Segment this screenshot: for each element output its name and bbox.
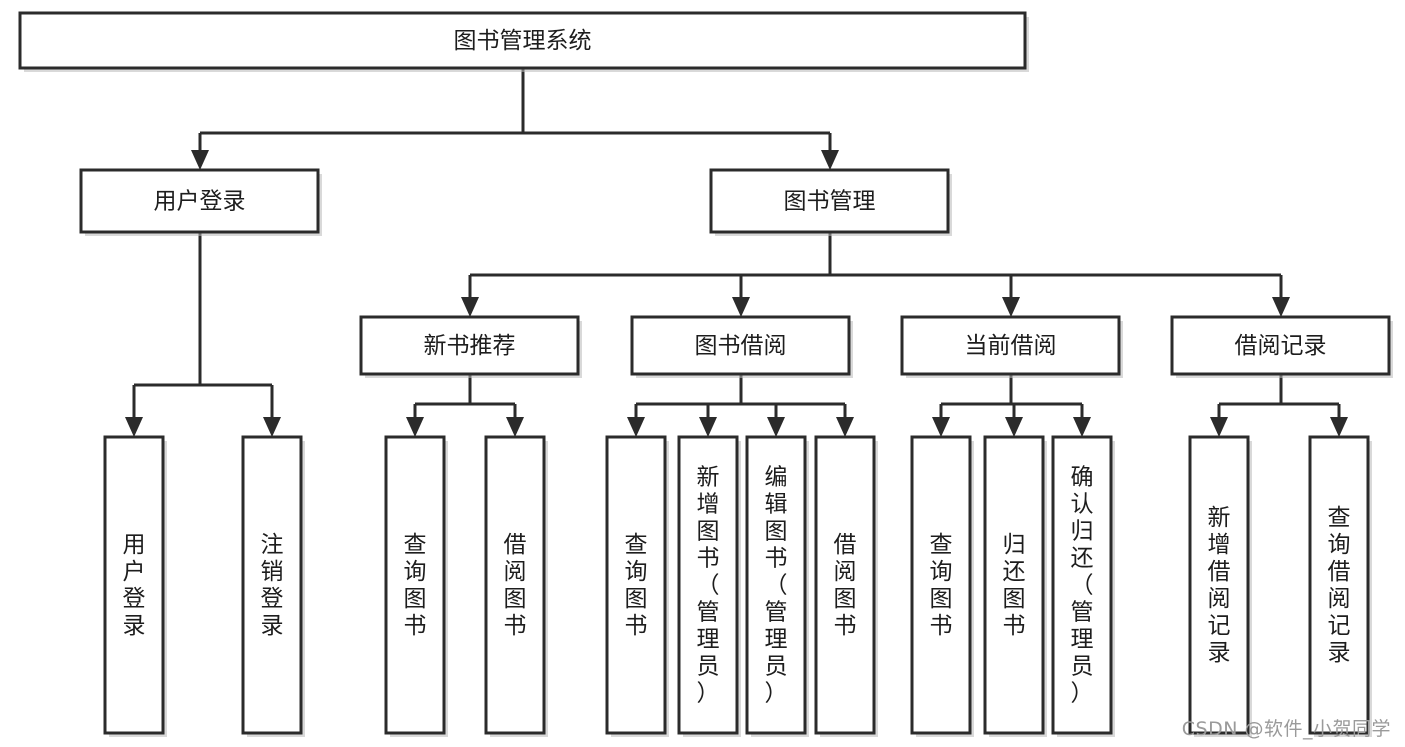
edge-group-root [191,68,839,170]
node-box [103,435,165,735]
node-box [630,315,851,376]
node-layer: 图书管理系统用户登录图书管理新书推荐图书借阅当前借阅借阅记录用户登录注销登录查询… [18,11,1393,737]
node-label: 编辑图书（管理员） [765,465,788,707]
node-user-login[interactable]: 用户登录 [79,168,322,236]
node-label: 注销登录 [261,532,284,639]
node-leaf-query-book-rec[interactable]: 查询图书 [384,435,448,737]
node-box [814,435,876,735]
node-root[interactable]: 图书管理系统 [18,11,1029,72]
node-label: 图书借阅 [695,333,787,359]
node-label: 查询图书 [404,532,427,639]
node-box [1308,435,1370,735]
node-box [384,435,446,735]
node-book-borrow[interactable]: 图书借阅 [630,315,853,378]
node-label: 借阅图书 [834,532,857,639]
node-leaf-user-logout[interactable]: 注销登录 [241,435,305,737]
node-label: 借阅图书 [504,532,527,639]
node-box [484,435,546,735]
edge-group-book-manage [461,232,1290,317]
node-box [18,11,1027,70]
edge-group-book-borrow [627,374,854,437]
node-box [1170,315,1391,376]
edge-group-new-book-rec [406,374,524,437]
edge-group-user-login [125,232,281,437]
node-leaf-edit-book[interactable]: 编辑图书（管理员） [745,435,809,737]
watermark-label: CSDN @软件_小贺同学 [1181,718,1391,740]
node-label: 新增借阅记录 [1208,505,1231,666]
node-leaf-add-book[interactable]: 新增图书（管理员） [677,435,741,737]
node-label: 查询借阅记录 [1328,505,1351,666]
node-label: 图书管理系统 [454,28,592,54]
node-box [745,435,807,735]
node-box [983,435,1045,735]
node-box [1051,435,1113,735]
node-borrow-record[interactable]: 借阅记录 [1170,315,1393,378]
node-leaf-query-book-cur[interactable]: 查询图书 [910,435,974,737]
node-box [605,435,667,735]
node-leaf-borrow-book[interactable]: 借阅图书 [814,435,878,737]
node-box [1188,435,1250,735]
node-label: 用户登录 [123,532,146,639]
edge-layer [125,68,1348,437]
node-leaf-user-login[interactable]: 用户登录 [103,435,167,737]
node-leaf-add-record[interactable]: 新增借阅记录 [1188,435,1252,737]
node-label: 借阅记录 [1235,333,1327,359]
node-label: 新书推荐 [424,333,516,359]
node-box [241,435,303,735]
node-leaf-return-book[interactable]: 归还图书 [983,435,1047,737]
node-label: 新增图书（管理员） [697,465,720,707]
node-box [910,435,972,735]
edge-group-borrow-record [1210,374,1348,437]
node-label: 当前借阅 [965,333,1057,359]
edge-group-current-borrow [932,374,1091,437]
node-box [677,435,739,735]
node-box [709,168,950,234]
node-leaf-query-book-borrow[interactable]: 查询图书 [605,435,669,737]
node-new-book-rec[interactable]: 新书推荐 [359,315,582,378]
node-label: 查询图书 [930,532,953,639]
node-label: 归还图书 [1003,532,1026,639]
node-leaf-query-record[interactable]: 查询借阅记录 [1308,435,1372,737]
node-leaf-confirm-return[interactable]: 确认归还（管理员） [1051,435,1115,737]
node-label: 图书管理 [784,189,876,215]
node-leaf-borrow-book-rec[interactable]: 借阅图书 [484,435,548,737]
node-label: 查询图书 [625,532,648,639]
node-box [900,315,1121,376]
node-label: 确认归还（管理员） [1071,465,1094,707]
node-current-borrow[interactable]: 当前借阅 [900,315,1123,378]
node-label: 用户登录 [154,189,246,215]
node-box [359,315,580,376]
node-book-manage[interactable]: 图书管理 [709,168,952,236]
node-box [79,168,320,234]
